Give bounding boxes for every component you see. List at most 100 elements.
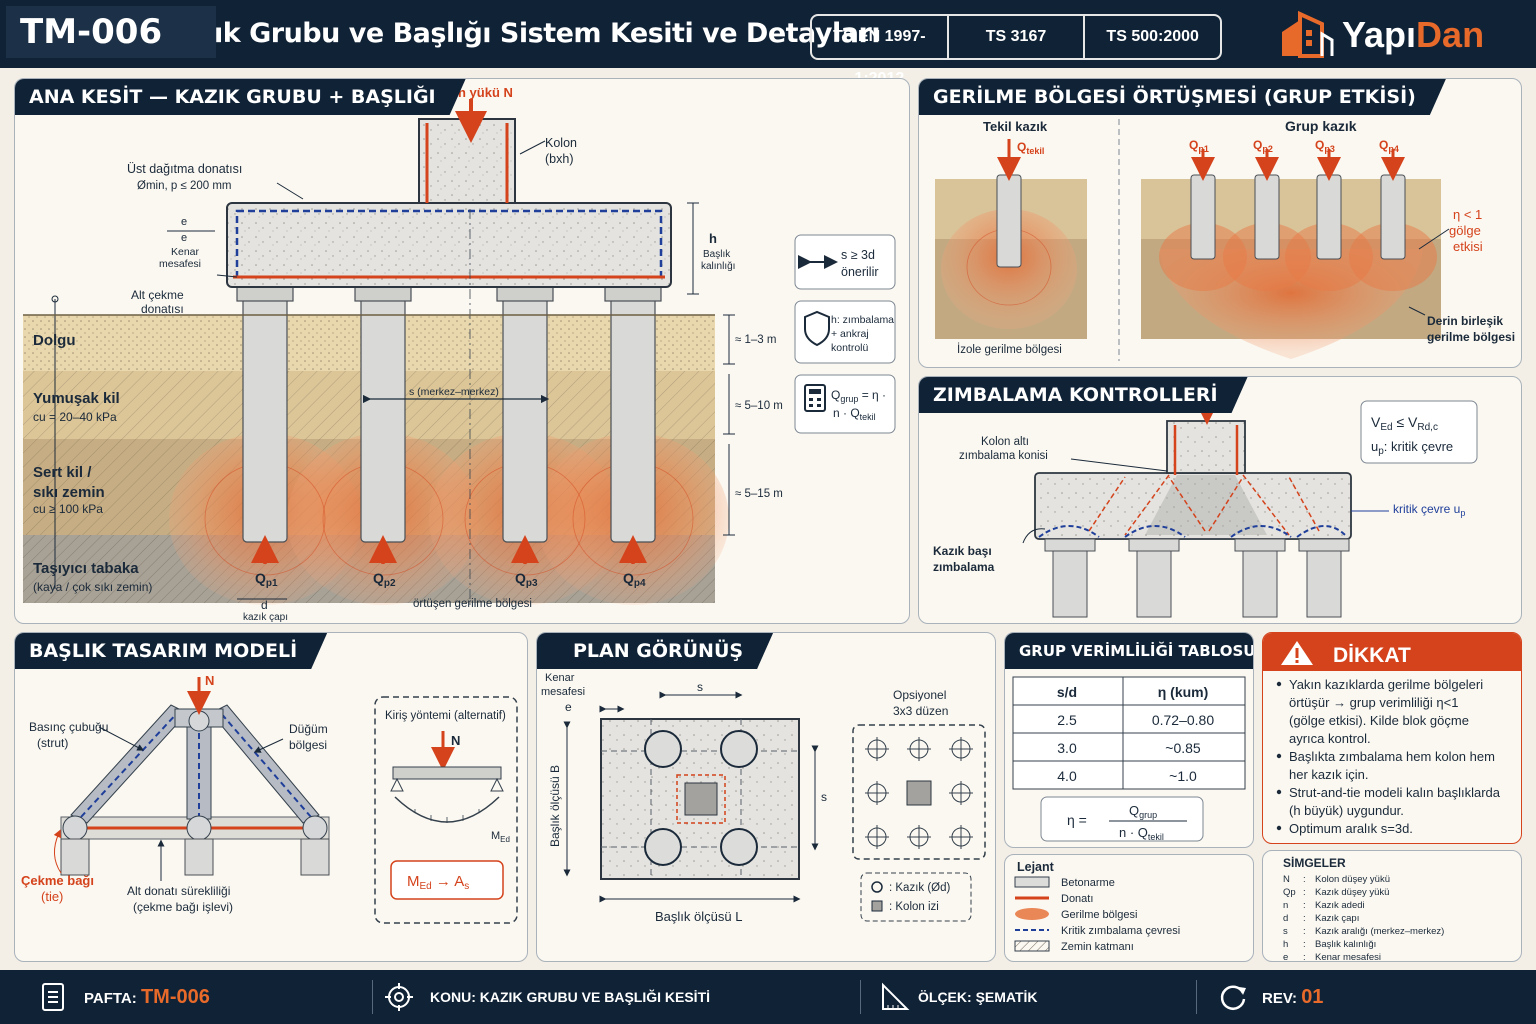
efficiency-drawing: s/d η (kum) 2.5 0.72–0.80 3.0 ~0.85 4.0 … [1012,676,1246,842]
warning-drawing: DİKKAT Yakın kazıklarda gerilme bölgeler… [1276,641,1501,836]
design-model-panel: N Basınç çubuğu (strut) Düğüm bölgesi Çe… [14,632,528,962]
svg-text:Ømin, p ≤ 200 mm: Ømin, p ≤ 200 mm [137,180,232,192]
svg-text:d: d [1283,913,1288,924]
svg-text:Qgrup: Qgrup [1129,803,1157,820]
svg-text:gerilme bölgesi: gerilme bölgesi [1427,330,1515,344]
node-label: Düğüm [289,722,328,736]
svg-text:Qp3: Qp3 [515,570,538,589]
legend-drawing: Lejant Betonarme Donatı Gerilme bölgesi … [1014,860,1180,953]
cone-label: Kolon altı [981,436,1029,448]
shield-icon [804,310,830,347]
punching-formula-box [1360,400,1478,464]
layer-name-4: Taşıyıcı tabaka [33,560,139,577]
main-section-drawing: Kolon yükü N Kolon (bxh) Üst dağıtma don… [23,85,896,623]
warning-panel: DİKKAT Yakın kazıklarda gerilme bölgeler… [1262,632,1522,844]
svg-text:kalınlığı: kalınlığı [701,261,735,272]
model-drawing: N Basınç çubuğu (strut) Düğüm bölgesi Çe… [21,673,518,924]
efficiency-panel: s/d η (kum) 2.5 0.72–0.80 3.0 ~0.85 4.0 … [1004,632,1254,848]
svg-text:Başlık: Başlık [703,249,731,260]
top-rebar-label: Üst dağıtma donatısı [127,162,242,176]
svg-text:h: h [1283,939,1288,950]
plan-s-top: s [697,680,703,694]
footer-bar: PAFTA: TM-006 KONU: KAZIK GRUBU VE BAŞLI… [0,970,1536,1024]
svg-text::: : [1303,874,1306,885]
punching-panel-title: ZIMBALAMA KONTROLLERİ [919,377,1248,413]
svg-text:Qp3: Qp3 [1315,138,1335,154]
svg-text:3x3 düzen: 3x3 düzen [893,704,948,718]
svg-text:(çekme bağı işlevi): (çekme bağı işlevi) [133,900,233,914]
svg-text:bölgesi: bölgesi [289,738,327,752]
svg-text:kazık çapı: kazık çapı [243,612,288,623]
svg-text:kontrolü: kontrolü [831,342,869,354]
svg-text:h: zımbalama: h: zımbalama [831,314,894,326]
deep-zone-label: Derin birleşik [1427,314,1503,328]
main-section-panel: Kolon yükü N Kolon (bxh) Üst dağıtma don… [14,78,910,624]
svg-text:n · Qtekil: n · Qtekil [833,406,876,422]
svg-text:n: n [1283,900,1288,911]
svg-text:n · Qtekil: n · Qtekil [1119,825,1164,842]
strut-label: Basınç çubuğu [29,720,108,734]
svg-text:mesafesi: mesafesi [541,686,585,698]
svg-text:cu = 20–40 kPa: cu = 20–40 kPa [33,410,117,424]
model-load-label: N [205,673,214,688]
plan-piles [644,730,758,866]
critical-perimeter-label: kritik çevre up [1393,502,1465,518]
svg-text:Kazık düşey yükü: Kazık düşey yükü [1315,887,1389,898]
svg-text:Kritik zımbalama çevresi: Kritik zımbalama çevresi [1061,925,1180,937]
table-cell: 4.0 [1057,768,1077,784]
continuity-label: Alt donatı sürekliliği [127,884,230,898]
svg-text:(bxh): (bxh) [545,152,573,166]
spacing-label: s (merkez–merkez) [409,386,499,398]
beam-method-title: Kiriş yöntemi (alternatif) [385,710,506,722]
svg-text:Qp4: Qp4 [623,570,646,589]
logo: YapıDan [1278,10,1528,60]
svg-text:Başlık kalınlığı: Başlık kalınlığı [1315,939,1376,950]
svg-text::: : [1303,900,1306,911]
standard-1: TS EN 1997-1:2012 [812,16,949,87]
table-cell: 2.5 [1057,712,1077,728]
svg-text:Yakın kazıklarda gerilme bölge: Yakın kazıklarda gerilme bölgeleri [1289,677,1483,692]
main-panel-title: ANA KESİT — KAZIK GRUBU + BAŞLIĞI [15,79,466,115]
pile-load-labels: Qp1 Qp2 Qp3 Qp4 [255,570,646,589]
tie-label: Çekme bağı [21,873,94,888]
moment-formula: MEd → As [407,873,469,892]
svg-text:(strut): (strut) [37,736,68,750]
symbols-title: SİMGELER [1283,855,1346,870]
refresh-icon [1220,985,1246,1010]
svg-text:Strut-and-tie modeli kalın baş: Strut-and-tie modeli kalın başlıklarda [1289,785,1501,800]
plan-column [684,782,718,816]
punching-formula-1: VEd ≤ VRd,c [1371,414,1438,433]
svg-text::: : [1303,952,1306,962]
svg-text:Gerilme bölgesi: Gerilme bölgesi [1061,909,1137,921]
pile-head-label: Kazık başı [933,544,992,558]
pile-legend-icon [871,881,883,893]
beam-method-box [374,696,518,924]
top-rebar-line [235,209,663,279]
cap-h-label: h [709,231,717,246]
svg-text:s: s [1283,926,1288,937]
svg-text:etkisi: etkisi [1453,239,1483,254]
svg-text:Donatı: Donatı [1061,893,1093,905]
option-3x3-box [852,724,986,860]
svg-text:Optimum aralık s=3d.: Optimum aralık s=3d. [1289,821,1413,836]
eta-label: η < 1 [1453,207,1482,222]
punching-formula-2: up: kritik çevre [1371,439,1453,457]
note-group-formula: Qgrup = η · n · Qtekil [794,374,896,434]
ruler-icon [882,982,910,1010]
table-cell: 0.72–0.80 [1152,712,1214,728]
overlap-label: örtüşen gerilme bölgesi [413,598,532,610]
concrete-swatch [1014,876,1050,888]
table-header-eta: η (kum) [1158,684,1209,700]
footer-sheet: PAFTA: TM-006 [84,986,210,1008]
pile-load-arrows [251,535,647,564]
stress-panel-title: GERİLME BÖLGESİ ÖRTÜŞMESİ (GRUP ETKİSİ) [919,79,1446,115]
layer-name-2: Yumuşak kil [33,390,120,407]
svg-text:mesafesi: mesafesi [159,258,201,270]
symbols-panel: SİMGELER N:Kolon düşey yükü Qp:Kazık düş… [1262,850,1522,962]
group-load-labels: Qp1 Qp2 Qp3 Qp4 [1189,138,1399,154]
stress-drawing: Tekil kazık Qtekil İzole gerilme bölgesi… [935,118,1515,361]
soil-swatch [1014,940,1050,952]
depth-1: ≈ 1–3 m [735,334,776,346]
svg-text::: : [1303,913,1306,924]
svg-text:Qp2: Qp2 [1253,138,1273,154]
